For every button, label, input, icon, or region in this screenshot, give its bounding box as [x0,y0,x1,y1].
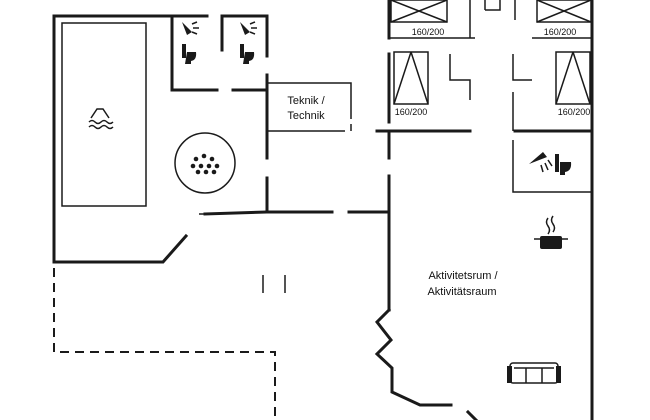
toilet-icon [240,44,255,64]
bathroom-walls [170,14,269,92]
whirlpool-icon [174,132,236,194]
technik-room-label: Technik [287,110,325,122]
activity-room-label: Aktivitetsrum / [428,270,498,282]
bed-size-label: 160/200 [395,107,428,117]
bed-icon [390,0,448,23]
toilet-icon [182,44,197,64]
shower-icon [182,21,199,35]
stove-pot-icon [534,215,568,249]
shower-icon [240,21,257,35]
technik-room-label: Teknik / [287,95,325,107]
right-wing-walls [374,0,594,420]
bed-icon [393,51,429,105]
pool-hall-walls [52,14,389,264]
pool-icon [88,108,114,130]
technik-room-walls [267,82,352,132]
bed-size-label: 160/200 [544,27,577,37]
bed-size-label: 160/200 [412,27,445,37]
bed-size-label: 160/200 [558,107,591,117]
toilet-icon [555,154,572,175]
shower-icon [529,152,553,173]
bed-icon [555,51,591,105]
pool [61,22,147,207]
right-bathroom-walls [512,140,592,193]
activity-room-label: Aktivitätsraum [427,286,496,298]
sofa-icon [507,362,561,384]
bed-icon [536,0,592,23]
bedroom-walls [389,0,592,131]
opening-marks [199,213,286,293]
terrace-outline [53,268,276,420]
